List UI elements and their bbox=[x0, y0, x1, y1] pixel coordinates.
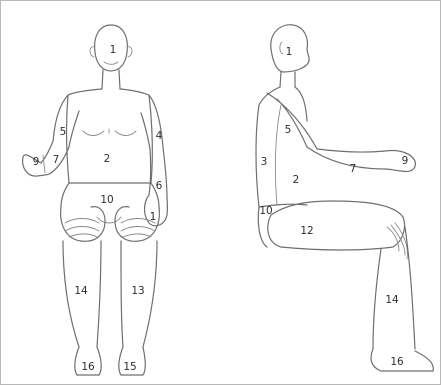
front-label-left-foot: 15 bbox=[123, 361, 136, 373]
front-mouth bbox=[104, 62, 118, 64]
side-torso-outline bbox=[256, 87, 307, 207]
front-chest-lines bbox=[83, 129, 136, 136]
side-label-upper-arm: 5 bbox=[285, 124, 292, 136]
side-label-back: 3 bbox=[261, 156, 268, 168]
side-hand bbox=[385, 150, 415, 171]
front-label-right-lower-leg: 14 bbox=[74, 285, 88, 297]
front-neck bbox=[102, 70, 120, 89]
side-back-divider bbox=[275, 105, 281, 205]
side-label-thigh: 12 bbox=[300, 225, 313, 237]
front-label-left-lower-leg: 13 bbox=[131, 285, 144, 297]
front-label-left-forearm: 6 bbox=[156, 180, 163, 192]
front-label-right-upper-arm: 5 bbox=[60, 126, 67, 138]
side-thigh-outline bbox=[268, 201, 405, 250]
side-ear bbox=[280, 42, 283, 54]
front-knee-wrinkles bbox=[65, 219, 155, 238]
side-forearm bbox=[307, 147, 385, 169]
side-label-lower-leg: 14 bbox=[385, 294, 399, 306]
front-crotch bbox=[97, 217, 121, 223]
front-right-upper-arm bbox=[53, 95, 79, 147]
side-label-hand: 9 bbox=[402, 155, 409, 167]
front-label-right-hand: 9 bbox=[33, 156, 40, 168]
front-label-left-upper-arm: 4 bbox=[156, 130, 163, 142]
front-label-left-hand: 1 bbox=[150, 211, 157, 223]
front-torso-outline bbox=[66, 89, 152, 183]
side-label-pelvis: 10 bbox=[259, 205, 272, 217]
front-label-chest: 2 bbox=[104, 153, 111, 165]
side-neck bbox=[280, 72, 295, 87]
front-right-knee bbox=[61, 207, 105, 242]
side-lower-leg bbox=[373, 227, 415, 349]
side-label-forearm: 7 bbox=[350, 163, 357, 175]
front-view-figure bbox=[23, 25, 168, 375]
side-view-figure bbox=[256, 25, 433, 371]
side-label-foot: 16 bbox=[390, 356, 404, 368]
side-label-head: 1 bbox=[286, 46, 293, 58]
front-label-right-foot: 16 bbox=[81, 361, 95, 373]
front-label-right-forearm: 7 bbox=[53, 154, 60, 166]
front-label-head: 1 bbox=[110, 44, 117, 56]
side-label-torso: 2 bbox=[293, 174, 300, 186]
front-label-pelvis: 10 bbox=[100, 194, 113, 206]
side-upper-arm bbox=[267, 93, 317, 149]
